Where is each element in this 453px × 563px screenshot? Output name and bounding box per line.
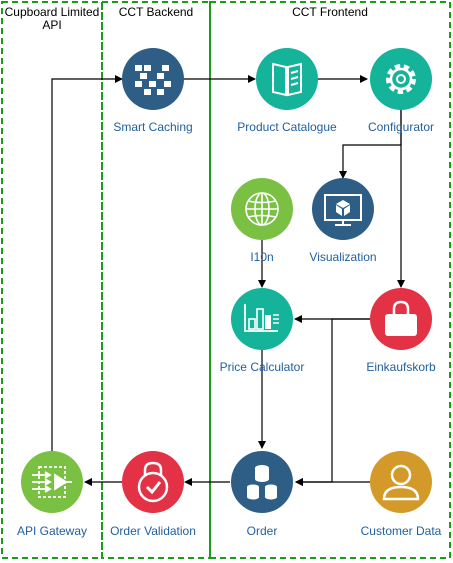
edge-gateway-to-caching <box>51 75 123 455</box>
order-validation-node[interactable] <box>122 451 184 513</box>
gateway-icon <box>32 466 72 498</box>
configurator-node[interactable] <box>370 48 432 110</box>
price-calculator-node[interactable] <box>231 288 293 350</box>
customer-data-node[interactable] <box>370 451 432 513</box>
database-icon <box>247 465 277 500</box>
lane-cupboard <box>1 1 103 559</box>
globe-icon <box>245 192 279 226</box>
smart-caching-node[interactable] <box>122 48 184 110</box>
label-customer-data: Customer Data <box>360 524 442 538</box>
label-einkaufskorb: Einkaufskorb <box>366 360 436 374</box>
lane-title-backend: CCT Backend <box>118 5 194 19</box>
bar-chart-icon <box>244 304 279 332</box>
label-price-calculator: Price Calculator <box>219 360 305 374</box>
order-node[interactable] <box>231 451 293 513</box>
label-smart-caching: Smart Caching <box>113 120 193 134</box>
visualization-node[interactable] <box>312 178 374 240</box>
i10n-node[interactable] <box>231 178 293 240</box>
user-icon <box>382 464 420 501</box>
label-i10n: I10n <box>250 250 274 264</box>
book-icon <box>272 62 302 97</box>
lane-frontend <box>209 1 451 559</box>
label-product-catalogue: Product Catalogue <box>237 120 337 134</box>
basket-icon <box>385 300 417 336</box>
edge-einkaufskorb-to-order <box>295 318 370 486</box>
grid-icon <box>135 65 171 95</box>
label-visualization: Visualization <box>309 250 377 264</box>
label-order: Order <box>246 524 278 538</box>
lane-title-cupboard: Cupboard Limited API <box>4 5 100 32</box>
monitor-cube-icon <box>324 194 362 226</box>
gear-icon <box>386 64 416 94</box>
label-api-gateway: API Gateway <box>16 524 88 538</box>
label-order-validation: Order Validation <box>110 524 196 538</box>
einkaufskorb-node[interactable] <box>370 288 432 350</box>
product-catalogue-node[interactable] <box>256 48 318 110</box>
label-configurator: Configurator <box>367 120 435 134</box>
lock-check-icon <box>137 461 169 503</box>
api-gateway-node[interactable] <box>21 451 83 513</box>
lane-title-frontend: CCT Frontend <box>292 5 368 19</box>
